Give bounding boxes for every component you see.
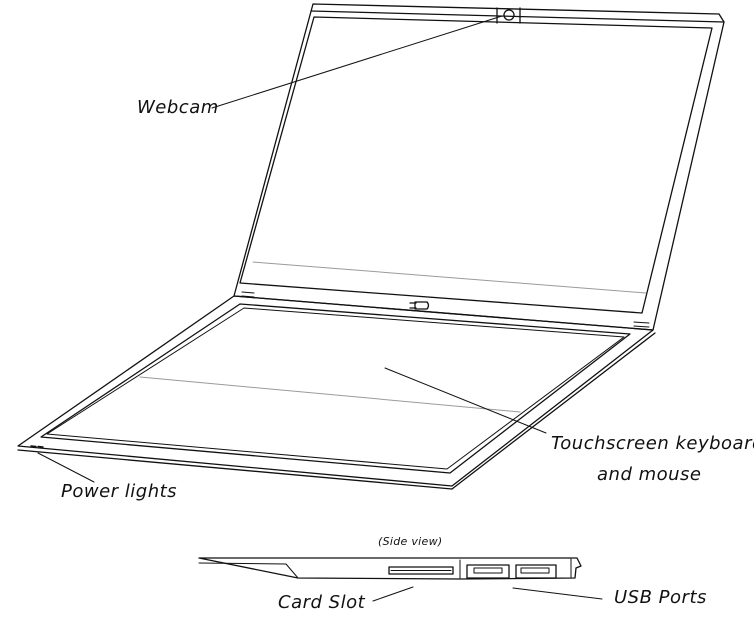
screen-inner-edge: [239, 16, 713, 314]
power-lights: [30, 445, 44, 448]
base-front-edge: [17, 449, 453, 490]
side-view-laptop: [198, 557, 582, 580]
webcam: [496, 7, 521, 24]
webcam-leader: [211, 15, 503, 109]
touchscreen-label-line1: Touchscreen keyboard: [551, 433, 754, 454]
lid-outer-frame: [233, 3, 725, 331]
side-view-label: (Side view): [378, 535, 443, 548]
keyboard-base: [17, 295, 656, 490]
usb-port-2: [515, 564, 557, 579]
leader-lines: [37, 15, 603, 602]
card-slot-label: Card Slot: [278, 592, 366, 613]
touch-surface: [40, 303, 631, 474]
base-outer-frame: [17, 295, 654, 487]
screen-lid: [233, 3, 725, 331]
lid-top-edge: [310, 10, 725, 23]
touch-surface-divider: [139, 376, 521, 413]
power-lights-leader: [37, 452, 95, 483]
touch-surface-inner: [46, 307, 625, 470]
webcam-lens: [503, 9, 515, 21]
usb-ports-leader: [512, 587, 603, 600]
usb-port-1: [466, 564, 510, 579]
card-slot-opening: [388, 566, 454, 575]
card-slot-leader: [372, 586, 414, 602]
touchscreen-label-line2: and mouse: [597, 464, 702, 485]
webcam-label: Webcam: [137, 97, 219, 118]
screen-divider-line: [252, 261, 647, 294]
hinge-logo: [409, 301, 430, 310]
side-profile: [198, 557, 582, 580]
touchscreen-leader: [384, 367, 547, 434]
base-side-edge: [451, 332, 656, 490]
power-lights-label: Power lights: [61, 481, 178, 502]
usb-ports-label: USB Ports: [614, 587, 707, 608]
